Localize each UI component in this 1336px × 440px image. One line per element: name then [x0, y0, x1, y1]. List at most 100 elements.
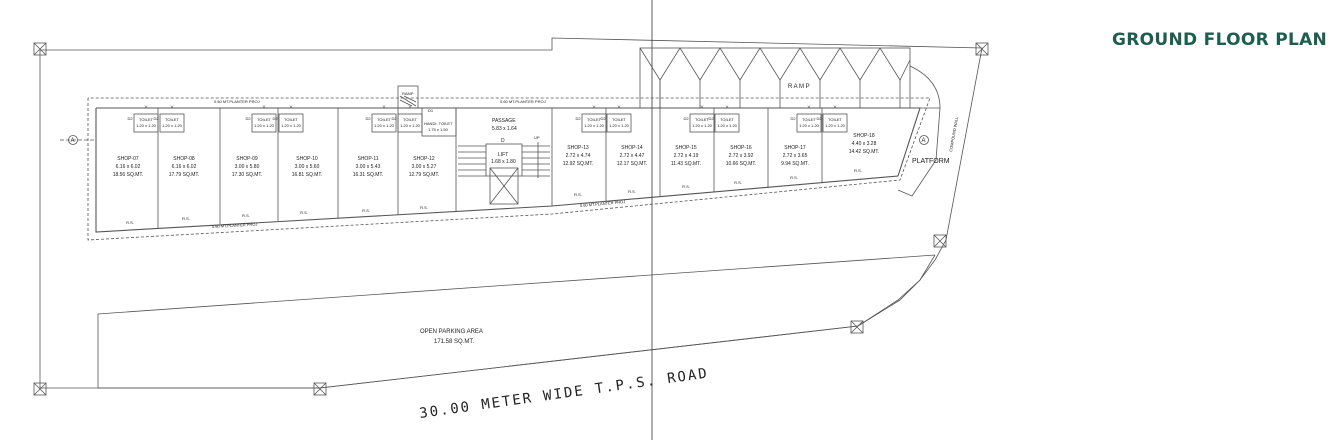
toilet-name: TOILET — [165, 117, 179, 122]
compound-wall-label: COMPOUND WALL — [948, 115, 959, 152]
shop-name: SHOP-11 — [357, 156, 378, 162]
toilet-size: 1.20 x 1.20 — [609, 123, 630, 128]
shop-size: 3.00 x 5.80 — [235, 164, 260, 170]
toilet-size: 1.20 x 1.20 — [374, 123, 395, 128]
lift-name: LIFT — [498, 152, 508, 158]
shop-size: 3.00 x 5.60 — [295, 164, 320, 170]
rs-label: R.S. — [574, 192, 582, 197]
passage-size: 5.83 x 1.64 — [492, 126, 517, 132]
toilet-size: 1.20 x 1.20 — [584, 123, 605, 128]
shop-name: SHOP-13 — [567, 145, 589, 151]
section-marker-label: A — [71, 138, 75, 144]
shop-name: SHOP-12 — [413, 156, 435, 162]
planter-label: 0.60 MT.PLANTER PROJ — [214, 99, 260, 104]
shop-area: 16.81 SQ.MT. — [292, 172, 323, 178]
road-label: 30.00 METER WIDE T.P.S. ROAD — [418, 365, 709, 421]
shop-size: 2.72 x 4.74 — [566, 153, 591, 159]
toilet-size: 1.20 x 1.20 — [717, 123, 738, 128]
shop-size: 2.72 x 4.47 — [620, 153, 645, 159]
toilet-door: D2 — [816, 116, 822, 121]
toilet-name: TOILET — [587, 117, 601, 122]
toilet-name: TOILET — [720, 117, 734, 122]
toilet-name: TOILET — [284, 117, 298, 122]
shop-name: SHOP-18 — [853, 133, 875, 139]
shop-size: 2.72 x 3.65 — [783, 153, 808, 159]
shop-name: SHOP-09 — [236, 156, 258, 162]
vent-label: V — [409, 104, 412, 109]
shop-size: 6.16 x 6.02 — [172, 164, 197, 170]
boundary-marker — [313, 382, 327, 396]
boundary-marker — [33, 42, 47, 56]
rs-label: R.S. — [182, 216, 190, 221]
ramp-small-label: RAMP — [402, 91, 414, 96]
handicap-toilet — [421, 107, 457, 137]
ramp-label: R A M P — [788, 84, 810, 90]
lift-door-label: D — [501, 138, 505, 144]
staircase — [458, 142, 550, 178]
shop-area: 12.79 SQ.MT. — [409, 172, 440, 178]
boundary-marker — [975, 42, 989, 56]
toilet-size: 1.20 x 1.20 — [281, 123, 302, 128]
toilet-size: 1.20 x 1.20 — [400, 123, 421, 128]
toilet-blocks — [133, 113, 848, 133]
passage-name: PASSAGE — [492, 118, 516, 124]
shop-name: SHOP-15 — [675, 145, 697, 151]
shop-name: SHOP-16 — [730, 145, 752, 151]
lift-shaft — [485, 143, 523, 177]
toilet-name: TOILET — [139, 117, 153, 122]
plot-boundary — [39, 37, 983, 389]
toilet-door: D2 — [790, 116, 796, 121]
toilet-door: D2 — [391, 116, 397, 121]
boundary-marker — [933, 234, 947, 248]
vent-label: V — [618, 104, 621, 109]
shop-area: 14.42 SQ.MT. — [849, 149, 880, 155]
toilet-name: TOILET — [377, 117, 391, 122]
section-marker-label: A — [922, 138, 926, 144]
handicap-toilet-size: 1.75 x 1.50 — [428, 127, 449, 132]
rs-label: R.S. — [242, 213, 250, 218]
planter-label: 0.60 MT.PLANTER PROJ — [212, 222, 258, 229]
shop-size: 2.72 x 3.92 — [729, 153, 754, 159]
rs-label: R.S. — [300, 210, 308, 215]
lift-car — [489, 167, 519, 205]
toilet-door: D2 — [708, 116, 714, 121]
shop-name: SHOP-08 — [173, 156, 195, 162]
toilet-name: TOILET — [695, 117, 709, 122]
shop-area: 10.66 SQ.MT. — [726, 161, 757, 167]
shop-size: 3.00 x 5.27 — [412, 164, 437, 170]
ramp-curve — [909, 65, 941, 109]
vent-label: V — [593, 104, 596, 109]
shop-area: 12.92 SQ.MT. — [563, 161, 594, 167]
shop-size: 2.72 x 4.19 — [674, 153, 699, 159]
toilet-name: TOILET — [828, 117, 842, 122]
vent-label: V — [834, 104, 837, 109]
toilet-size: 1.20 x 1.20 — [825, 123, 846, 128]
rs-label: R.S. — [628, 189, 636, 194]
rs-label: R.S. — [420, 205, 428, 210]
toilet-name: TOILET — [403, 117, 417, 122]
toilet-door: D2 — [365, 116, 371, 121]
toilet-size: 1.20 x 1.20 — [692, 123, 713, 128]
vent-label: V — [263, 104, 266, 109]
shop-size: 4.40 x 3.28 — [852, 141, 877, 147]
toilet-door: D2 — [272, 116, 278, 121]
vent-label: V — [726, 104, 729, 109]
toilet-name: TOILET — [802, 117, 816, 122]
toilet-door: D2 — [600, 116, 606, 121]
platform-outline — [897, 107, 941, 197]
handicap-toilet-name: HANDI. TOILET — [424, 121, 453, 126]
lift-cross — [489, 167, 519, 205]
shop-area: 16.31 SQ.MT. — [353, 172, 384, 178]
parking-name: OPEN PARKING AREA — [420, 329, 483, 335]
ramp-hatch — [639, 47, 911, 109]
shop-name: SHOP-07 — [117, 156, 139, 162]
vent-label: V — [808, 104, 811, 109]
shop-size: 6.16 x 6.02 — [116, 164, 141, 170]
toilet-name: TOILET — [612, 117, 626, 122]
toilet-size: 1.20 x 1.20 — [162, 123, 183, 128]
planter-projection-outline — [87, 97, 931, 241]
vent-label: V — [701, 104, 704, 109]
toilet-door: D2 — [575, 116, 581, 121]
toilet-door: D2 — [127, 116, 133, 121]
